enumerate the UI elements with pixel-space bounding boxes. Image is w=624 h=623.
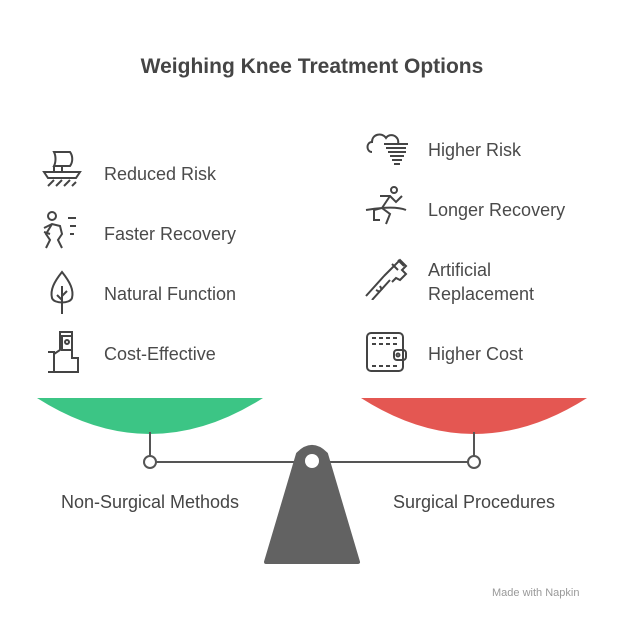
left-pivot bbox=[143, 455, 157, 469]
left-side-label: Non-Surgical Methods bbox=[60, 492, 240, 512]
right-pivot bbox=[467, 455, 481, 469]
robotic-arm-icon bbox=[365, 258, 408, 300]
runner-finish-icon bbox=[365, 186, 407, 225]
diagram-title: Weighing Knee Treatment Options bbox=[140, 55, 484, 78]
right-item-higher-risk: Higher Risk bbox=[428, 140, 522, 160]
running-person-icon bbox=[43, 211, 76, 249]
right-item-higher-cost: Higher Cost bbox=[428, 344, 524, 364]
left-item-reduced-risk: Reduced Risk bbox=[104, 164, 217, 184]
right-item-artificial-replacement: Artificial Replacement bbox=[428, 260, 535, 304]
left-pan bbox=[37, 398, 263, 434]
left-item-cost-effective: Cost-Effective bbox=[104, 344, 216, 364]
right-item-longer-recovery: Longer Recovery bbox=[428, 200, 566, 220]
right-side-label: Surgical Procedures bbox=[392, 492, 556, 512]
wallet-icon bbox=[366, 332, 407, 372]
hand-money-icon bbox=[48, 331, 79, 373]
boat-icon bbox=[42, 151, 82, 187]
napkin-watermark: Made with Napkin bbox=[492, 587, 580, 599]
tree-icon bbox=[50, 270, 74, 314]
storm-cloud-icon bbox=[366, 133, 408, 165]
left-item-natural-function: Natural Function bbox=[104, 284, 237, 304]
fulcrum-pivot bbox=[305, 454, 319, 468]
fulcrum bbox=[264, 445, 360, 564]
left-item-faster-recovery: Faster Recovery bbox=[104, 224, 237, 244]
right-pan bbox=[361, 398, 587, 434]
